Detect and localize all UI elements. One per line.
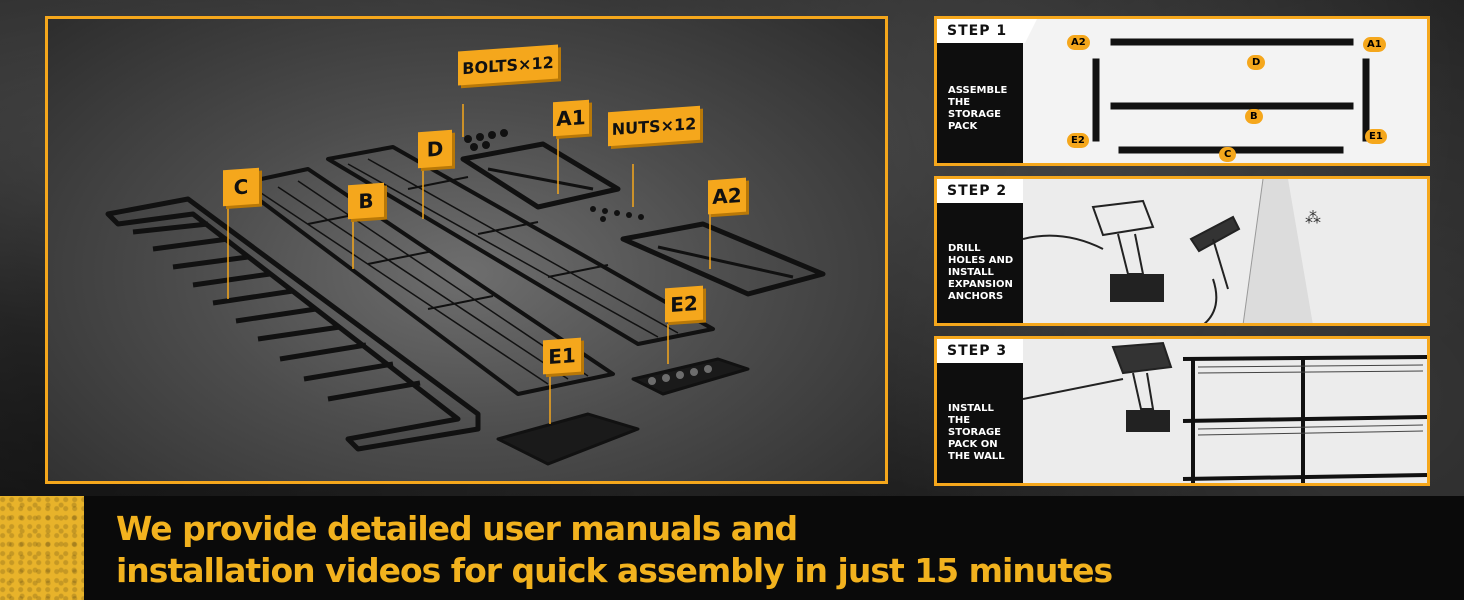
label-e1: E1 [543, 337, 581, 375]
part-d [326, 145, 715, 346]
step-3-label: STEP 3 [937, 339, 1037, 363]
part-a2 [620, 221, 826, 297]
part-e1 [496, 412, 640, 466]
step-1-badge-b: B [1245, 109, 1263, 124]
step-1-illustration [1092, 38, 1370, 154]
step-1-description: ASSEMBLE THE STORAGE PACK [948, 85, 1008, 132]
drill-icon-2 [1023, 341, 1173, 432]
step-1-badge-e2: E2 [1067, 133, 1089, 148]
step-1-badge-c: C [1219, 147, 1237, 162]
step-3-illustration [1023, 339, 1427, 483]
step-1-badge-a2: A2 [1067, 35, 1090, 50]
banner-accent-block [0, 496, 84, 600]
bottom-banner: We provide detailed user manuals and ins… [0, 496, 1464, 600]
label-a1: A1 [553, 99, 589, 137]
step-1-badge-d: D [1247, 55, 1266, 70]
step-3-panel: STEP 3 INSTALL THE STORAGE PACK ON THE W… [934, 336, 1430, 486]
drill-icon [1023, 199, 1164, 302]
tagline-line-1: We provide detailed user manuals and [116, 509, 798, 548]
step-2-panel: STEP 2 DRILL HOLES AND INSTALL EXPANSION… [934, 176, 1430, 326]
label-c: C [223, 167, 259, 207]
label-d: D [418, 129, 452, 169]
step-2-sidebar [937, 179, 1023, 323]
parts-illustration [105, 104, 826, 466]
step-1-badge-a1: A1 [1363, 37, 1386, 52]
hardware [464, 129, 644, 222]
step-1-label: STEP 1 [937, 19, 1037, 43]
step-3-description: INSTALL THE STORAGE PACK ON THE WALL [948, 403, 1005, 462]
installed-rack [1182, 355, 1427, 483]
step-1-badge-e1: E1 [1365, 129, 1387, 144]
step-1-sidebar [937, 19, 1023, 163]
svg-text:⁂: ⁂ [1305, 208, 1321, 227]
part-e2 [631, 357, 750, 396]
exploded-parts-view: BOLTS×12 NUTS×12 A1 A2 B C D E1 E2 [45, 16, 888, 484]
step-1-panel: STEP 1 ASSEMBLE THE STORAGE PACK A2 A1 D… [934, 16, 1430, 166]
step-2-description: DRILL HOLES AND INSTALL EXPANSION ANCHOR… [948, 243, 1014, 302]
leader-lines [227, 104, 711, 424]
part-c [105, 196, 481, 452]
label-b: B [348, 182, 384, 220]
tagline: We provide detailed user manuals and ins… [116, 508, 1416, 592]
label-nuts: NUTS×12 [608, 105, 700, 147]
part-b [236, 167, 615, 396]
hammer-icon [1189, 215, 1241, 323]
step-3-sidebar [937, 339, 1023, 483]
label-a2: A2 [708, 177, 746, 215]
label-e2: E2 [665, 285, 703, 323]
label-bolts: BOLTS×12 [458, 44, 558, 86]
step-2-label: STEP 2 [937, 179, 1037, 203]
tagline-line-2: installation videos for quick assembly i… [116, 551, 1113, 590]
part-a1 [460, 141, 621, 210]
step-2-illustration: ⁂ [1023, 179, 1427, 323]
